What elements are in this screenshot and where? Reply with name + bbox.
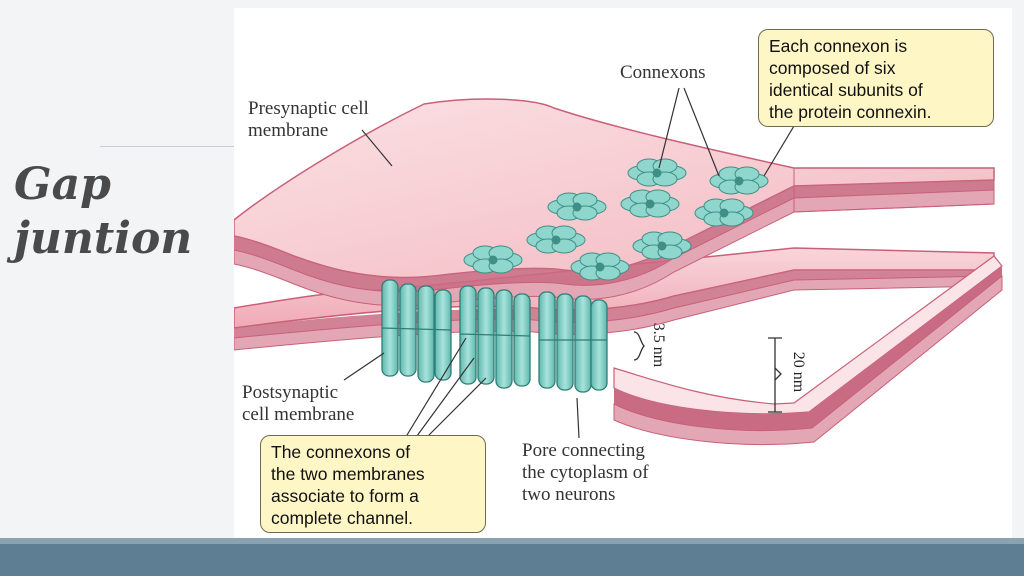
slide-title-line-2: juntion xyxy=(14,213,193,264)
slide-footer-bar xyxy=(0,538,1024,576)
pore-label-line-3: two neurons xyxy=(522,484,616,505)
pore-label-line-1: Pore connecting xyxy=(522,440,645,461)
gap-junction-figure: Connexons Presynaptic cell membrane Post… xyxy=(234,8,1012,538)
presynaptic-label-line-2: membrane xyxy=(248,120,329,141)
gap-junction-illustration xyxy=(234,87,1003,446)
connexon-callout-line-3: identical subunits of xyxy=(769,80,923,100)
slide-title: Gap juntion xyxy=(14,158,234,266)
presynaptic-label-line-1: Presynaptic cell xyxy=(248,98,369,119)
leader-lines xyxy=(343,87,795,441)
connexon-channels xyxy=(381,279,608,393)
footer-accent-stripe xyxy=(0,538,1024,544)
channel-callout-line-4: complete channel. xyxy=(271,508,414,528)
connexon-rosettes xyxy=(463,158,769,281)
postsynaptic-label-line-1: Postsynaptic xyxy=(242,382,339,403)
slide-title-line-1: Gap xyxy=(14,159,111,210)
pore-label-line-2: the cytoplasm of xyxy=(522,462,649,483)
channel-callout-line-3: associate to form a xyxy=(271,486,419,506)
channel-callout-line-1: The connexons of xyxy=(271,442,411,462)
postsynaptic-label-line-2: cell membrane xyxy=(242,404,355,425)
channel-callout-line-2: the two membranes xyxy=(271,464,425,484)
connexon-callout-line-4: the protein connexin. xyxy=(769,102,932,122)
dimension-braces xyxy=(633,331,782,413)
title-divider xyxy=(100,146,235,147)
connexon-subunit-callout: Each connexon is composed of six identic… xyxy=(758,29,994,127)
gap-3-5nm-label: 3.5 nm xyxy=(650,322,668,368)
complete-channel-callout: The connexons of the two membranes assoc… xyxy=(260,435,486,533)
connexon-callout-line-2: composed of six xyxy=(769,58,896,78)
connexon-callout-line-1: Each connexon is xyxy=(769,36,908,56)
gap-20nm-label: 20 nm xyxy=(790,351,808,393)
connexons-label: Connexons xyxy=(620,62,706,83)
